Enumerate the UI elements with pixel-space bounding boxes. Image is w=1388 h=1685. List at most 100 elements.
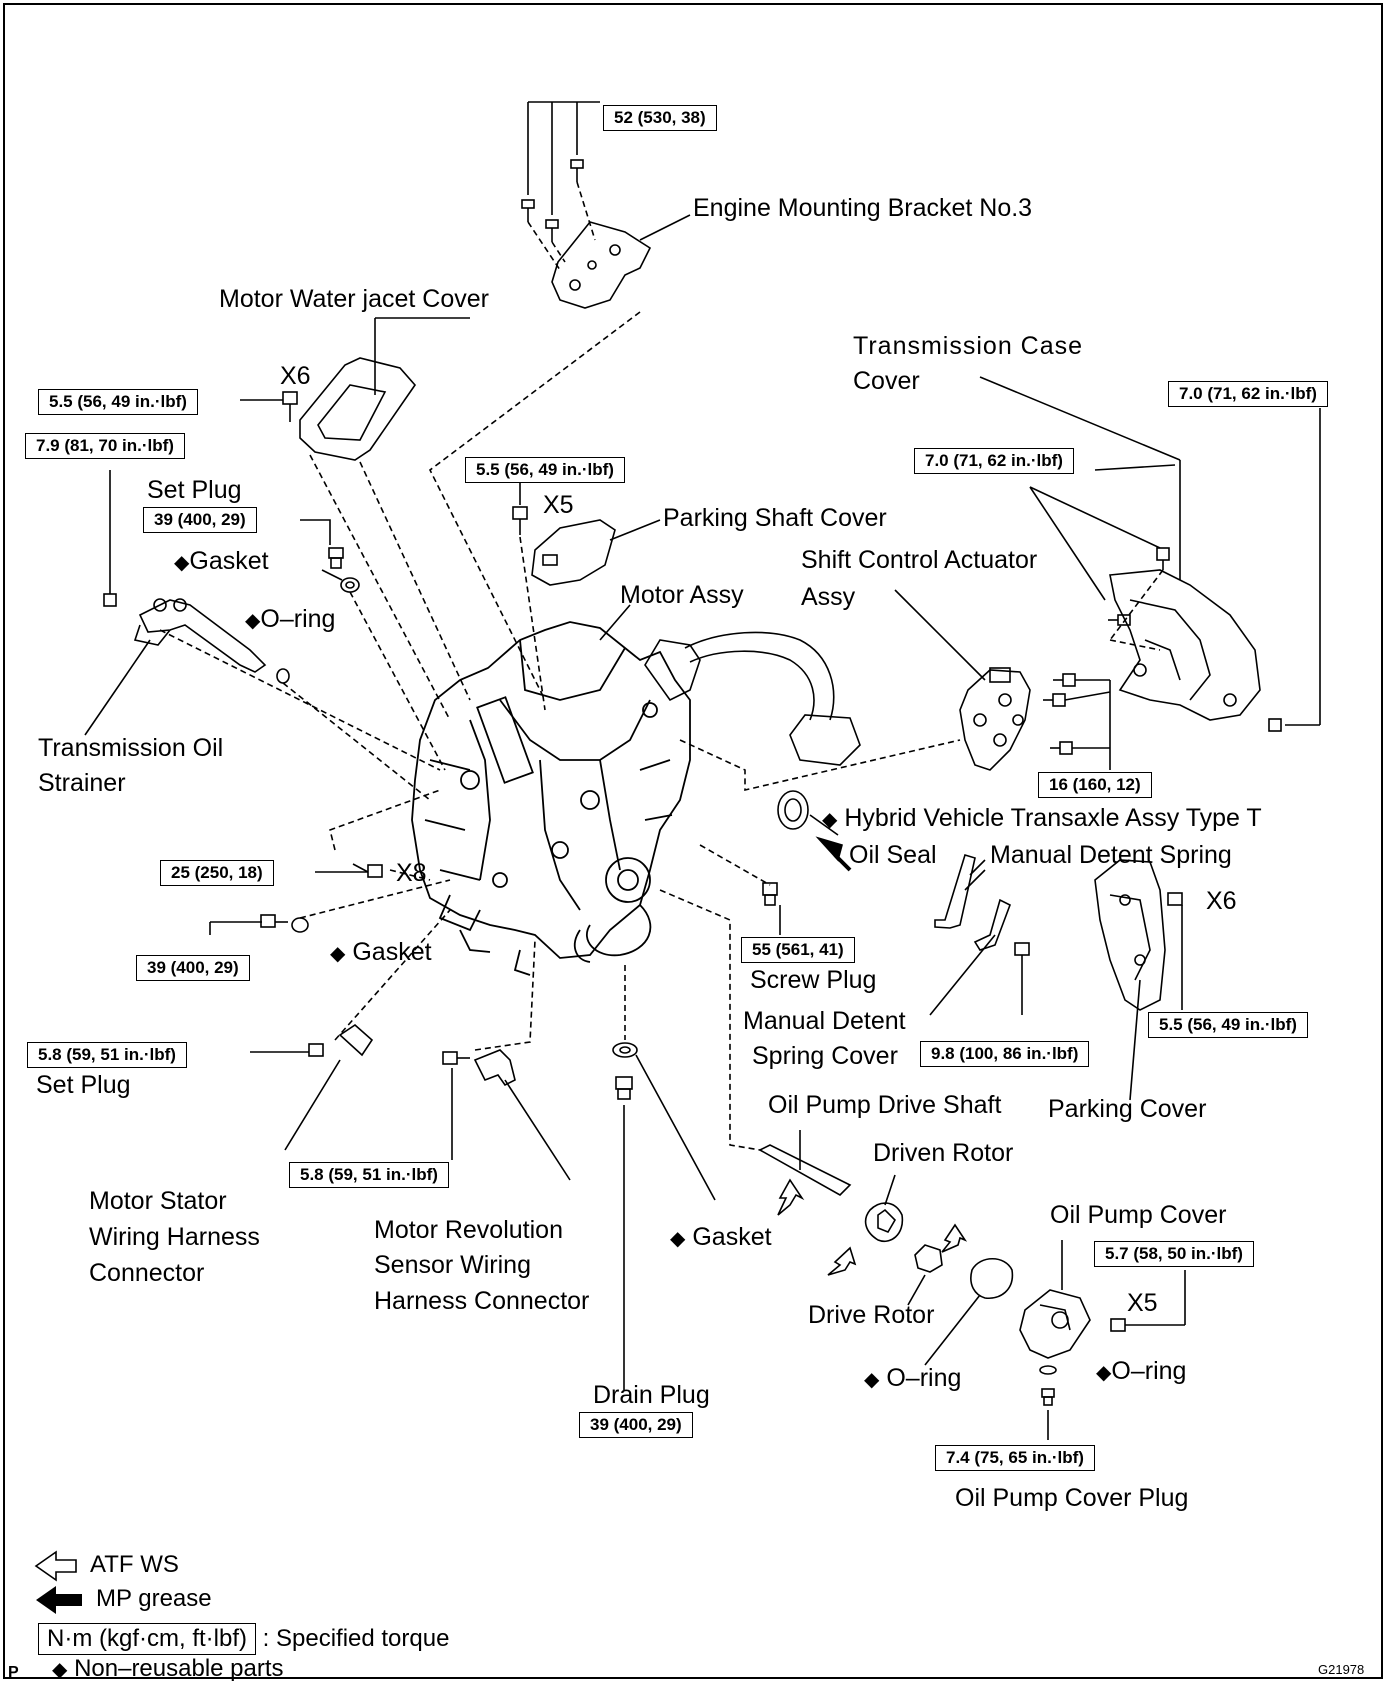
atf-arrows [777, 1178, 968, 1276]
oring-label: ◆ O–ring [864, 1363, 961, 1395]
gasket-label: ◆Gasket [174, 546, 269, 578]
part-label-drive-rotor: Drive Rotor [808, 1301, 935, 1329]
part-label-manual-detent-cover-2: Spring Cover [752, 1042, 898, 1070]
part-label-engine-mount: Engine Mounting Bracket No.3 [693, 194, 1033, 222]
legend-non-reusable: ◆ Non–reusable parts [52, 1654, 284, 1685]
torque-label: 7.0 (71, 62 in.·lbf) [914, 448, 1074, 474]
quantity-label: X5 [1127, 1289, 1158, 1317]
part-label-oil-pump-cover: Oil Pump Cover [1050, 1201, 1227, 1229]
legend-torque: N·m (kgf·cm, ft·lbf) : Specified torque [38, 1623, 449, 1655]
part-label-oring: O–ring [260, 605, 336, 633]
gasket-label: ◆ Gasket [670, 1222, 772, 1254]
part-label-motor-revolution: Motor Revolution [374, 1216, 563, 1244]
part-label-gasket: Gasket [352, 938, 432, 966]
part-label-set-plug: Set Plug [36, 1071, 131, 1099]
part-label-motor-stator-3: Connector [89, 1259, 205, 1287]
torque-label: 39 (400, 29) [143, 507, 257, 533]
torque-label: 7.4 (75, 65 in.·lbf) [935, 1445, 1095, 1471]
drain-plug [612, 1042, 716, 1390]
torque-label: 5.7 (58, 50 in.·lbf) [1094, 1241, 1254, 1267]
oil-strainer [84, 470, 267, 736]
torque-label: 5.5 (56, 49 in.·lbf) [38, 389, 198, 415]
revolution-sensor [442, 1049, 571, 1181]
torque-label: 7.9 (81, 70 in.·lbf) [25, 433, 185, 459]
bolts-left [209, 863, 383, 935]
torque-label: 52 (530, 38) [603, 105, 717, 131]
legend-mp: MP grease [38, 1584, 212, 1614]
part-label-set-plug: Set Plug [147, 476, 242, 504]
torque-label: 55 (561, 41) [741, 937, 855, 963]
torque-label: 5.8 (59, 51 in.·lbf) [27, 1042, 187, 1068]
torque-label: 25 (250, 18) [160, 860, 274, 886]
torque-label: 5.5 (56, 49 in.·lbf) [1148, 1012, 1308, 1038]
part-label-shift-actuator-2: Assy [801, 583, 856, 611]
parking-shaft-cover [512, 478, 661, 586]
oil-pump-parts [758, 1130, 1186, 1440]
torque-label: 7.0 (71, 62 in.·lbf) [1168, 381, 1328, 407]
torque-label: 16 (160, 12) [1038, 772, 1152, 798]
part-label-gasket: Gasket [189, 547, 269, 575]
part-label-motor-stator: Motor Stator [89, 1187, 227, 1215]
quantity-label: X6 [1206, 887, 1237, 915]
manual-detent-spring [929, 854, 1030, 1016]
figure-code: G21978 [1318, 1662, 1365, 1677]
part-label-shift-actuator: Shift Control Actuator [801, 546, 1038, 574]
non-reusable-icon: ◆ [52, 1659, 68, 1681]
screw-plug [762, 882, 781, 935]
set-plug-bottom [250, 1023, 374, 1151]
transaxle-body [411, 621, 691, 976]
quantity-label: X8 [396, 859, 427, 887]
oil-seal [777, 790, 839, 836]
legend-torque-text: : Specified torque [262, 1625, 450, 1652]
non-reusable-icon: ◆ [330, 943, 346, 965]
part-label-driven-rotor: Driven Rotor [873, 1139, 1014, 1167]
part-label-manual-detent-spring: Manual Detent Spring [990, 841, 1232, 869]
torque-label: 5.5 (56, 49 in.·lbf) [465, 457, 625, 483]
quantity-label: X5 [543, 491, 574, 519]
part-label-motor-stator-2: Wiring Harness [89, 1223, 260, 1251]
part-label-motor-assy: Motor Assy [620, 581, 744, 609]
oring-label: ◆O–ring [245, 604, 335, 636]
engine-mount-bracket [521, 101, 691, 309]
set-plug-top [276, 519, 360, 684]
legend-arrows [34, 1550, 77, 1582]
part-label-oil-pump-cover-plug: Oil Pump Cover Plug [955, 1484, 1189, 1512]
corner-p: P [8, 1664, 19, 1681]
part-label-gasket: Gasket [692, 1223, 772, 1251]
legend-atf-text: ATF WS [90, 1551, 179, 1578]
part-label-strainer: Transmission Oil [38, 734, 224, 762]
legend-atf: ATF WS [38, 1550, 179, 1580]
non-reusable-icon: ◆ [174, 552, 190, 574]
quantity-label: X6 [280, 362, 311, 390]
part-label-transaxle: Hybrid Vehicle Transaxle Assy Type T [844, 804, 1262, 832]
water-jacket-cover [240, 317, 470, 461]
gasket-label: ◆ Gasket [330, 937, 432, 969]
part-label-case-cover-2: Cover [853, 367, 920, 395]
legend-non-reusable-text: Non–reusable parts [74, 1655, 284, 1682]
torque-label: 5.8 (59, 51 in.·lbf) [289, 1162, 449, 1188]
part-label-parking-cover: Parking Cover [1048, 1095, 1207, 1123]
legend-mp-text: MP grease [96, 1585, 212, 1612]
non-reusable-icon: ◆ [245, 610, 261, 632]
part-label-oil-pump-drive-shaft: Oil Pump Drive Shaft [768, 1091, 1002, 1119]
part-label-manual-detent-cover: Manual Detent [743, 1007, 906, 1035]
transaxle-label: ◆ Hybrid Vehicle Transaxle Assy Type T [822, 803, 1262, 835]
oring-label: ◆O–ring [1096, 1356, 1186, 1388]
part-label-screw-plug: Screw Plug [750, 966, 877, 994]
part-label-oring: O–ring [886, 1364, 962, 1392]
part-label-oring: O–ring [1111, 1357, 1187, 1385]
part-label-water-jacket: Motor Water jacet Cover [219, 285, 489, 313]
legend-torque-box: N·m (kgf·cm, ft·lbf) [38, 1623, 256, 1655]
part-label-parking-shaft-cover: Parking Shaft Cover [663, 504, 887, 532]
cooling-tube [644, 631, 861, 766]
non-reusable-icon: ◆ [1096, 1362, 1112, 1384]
non-reusable-icon: ◆ [864, 1369, 880, 1391]
torque-label: 39 (400, 29) [579, 1412, 693, 1438]
part-label-motor-revolution-3: Harness Connector [374, 1287, 590, 1315]
part-label-drain-plug: Drain Plug [593, 1381, 710, 1409]
torque-label: 9.8 (100, 86 in.·lbf) [920, 1041, 1090, 1067]
non-reusable-icon: ◆ [670, 1228, 686, 1250]
part-label-strainer-2: Strainer [38, 769, 126, 797]
non-reusable-icon: ◆ [822, 809, 838, 831]
